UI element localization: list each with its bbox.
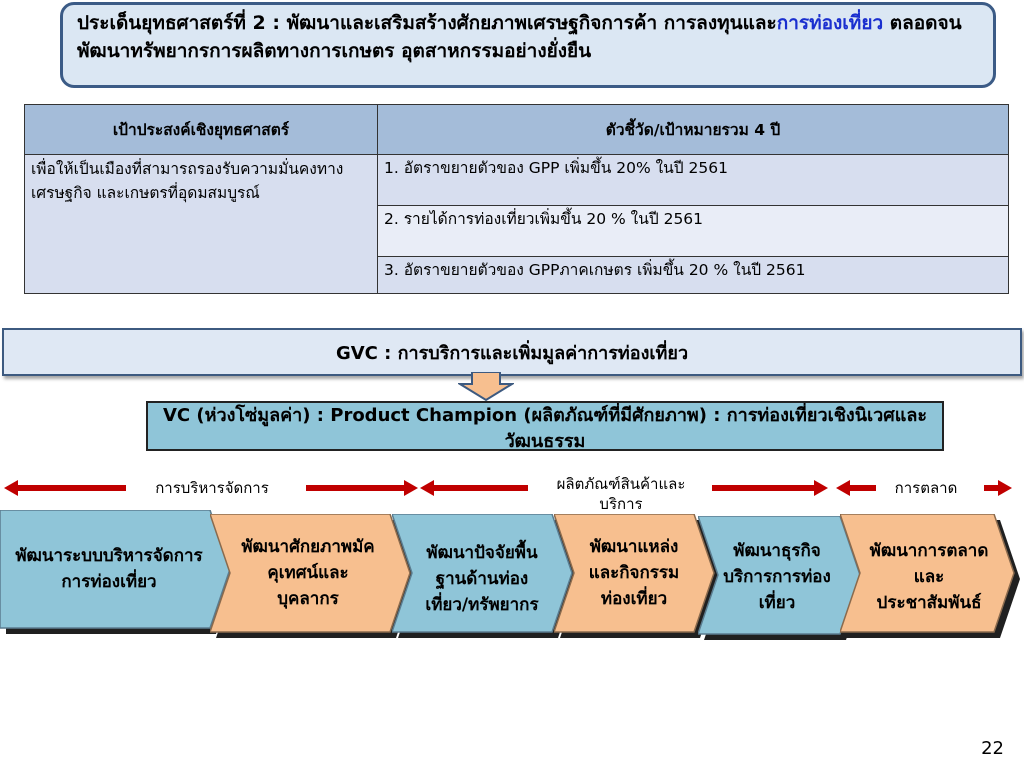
header-objective: เป้าประสงค์เชิงยุทธศาสตร์ (24, 104, 378, 155)
slide-title: ประเด็นยุทธศาสตร์ที่ 2 : พัฒนาและเสริมสร… (60, 2, 996, 88)
down-arrow-icon (458, 372, 514, 402)
chevron-guide-capacity: พัฒนาศักยภาพมัคคุเทศน์และบุคลากร (241, 537, 375, 609)
red-arrow-left-icon (420, 480, 528, 496)
chevron-marketing-pr: พัฒนาการตลาดและประชาสัมพันธ์ (869, 541, 989, 613)
stage-label-marketing: การตลาด (876, 478, 976, 498)
goal-table: เป้าประสงค์เชิงยุทธศาสตร์ ตัวชี้วัด/เป้า… (24, 104, 1009, 294)
red-arrow-right-icon (712, 480, 828, 496)
title-part2: ตลอดจนพัฒนาทรัพยากรการผลิตทางการเกษตร อุ… (77, 12, 962, 62)
objective-cell: เพื่อให้เป็นเมืองที่สามารถรองรับความมั่น… (24, 154, 378, 294)
vc-text: VC (ห่วงโซ่มูลค่า) : Product Champion (ผ… (162, 405, 928, 451)
chevron-infrastructure: พัฒนาปัจจัยพื้นฐานด้านท่องเที่ยว/ทรัพยาก… (425, 543, 539, 615)
chevron-shape-6 (840, 514, 1020, 638)
gvc-text: GVC : การบริการและเพิ่มมูลค่าการท่องเที่… (335, 342, 689, 364)
table-row: เพื่อให้เป็นเมืองที่สามารถรองรับความมั่น… (24, 154, 1009, 294)
chevron-management-system: พัฒนาระบบบริหารจัดการการท่องเที่ยว (15, 546, 203, 592)
indicator-cell-1: 1. อัตราขยายตัวของ GPP เพิ่มขึ้น 20% ในป… (377, 154, 1009, 206)
chevron-shape-4 (554, 514, 720, 638)
header-indicator: ตัวชี้วัด/เป้าหมายรวม 4 ปี (377, 104, 1009, 155)
chevron-shape-1 (0, 510, 236, 634)
indicator-cell-2: 2. รายได้การท่องเที่ยวเพิ่มขึ้น 20 % ในป… (377, 205, 1009, 257)
chevron-shape-2 (210, 514, 416, 638)
chevron-shape-5 (698, 516, 866, 640)
red-arrow-right-icon (306, 480, 418, 496)
red-arrow-right-icon (984, 480, 1012, 496)
table-row: 2. รายได้การท่องเที่ยวเพิ่มขึ้น 20 % ในป… (25, 205, 1009, 257)
chevron-shape-3 (392, 514, 578, 638)
stage-label-management: การบริหารจัดการ (150, 478, 274, 514)
red-arrow-left-icon (4, 480, 126, 496)
title-part1: ประเด็นยุทธศาสตร์ที่ 2 : พัฒนาและเสริมสร… (77, 12, 777, 34)
stage-label-products: ผลิตภัณฑ์สินค้าและบริการ (536, 474, 706, 514)
indicator-cell-3: 3. อัตราขยายตัวของ GPPภาคเกษตร เพิ่มขึ้น… (377, 256, 1009, 294)
title-highlight: การท่องเที่ยว (776, 12, 884, 34)
chevron-attractions: พัฒนาแหล่งและกิจกรรมท่องเที่ยว (588, 537, 680, 609)
chevron-tourism-business: พัฒนาธุรกิจบริการการท่องเที่ยว (723, 541, 831, 613)
table-row: 3. อัตราขยายตัวของ GPPภาคเกษตร เพิ่มขึ้น… (25, 256, 1009, 294)
red-arrow-left-icon (836, 480, 876, 496)
slide-number: 22 (981, 738, 1004, 759)
gvc-box: GVC : การบริการและเพิ่มมูลค่าการท่องเที่… (2, 328, 1022, 376)
table-header-row: เป้าประสงค์เชิงยุทธศาสตร์ ตัวชี้วัด/เป้า… (24, 104, 1009, 155)
vc-box: VC (ห่วงโซ่มูลค่า) : Product Champion (ผ… (146, 401, 944, 451)
